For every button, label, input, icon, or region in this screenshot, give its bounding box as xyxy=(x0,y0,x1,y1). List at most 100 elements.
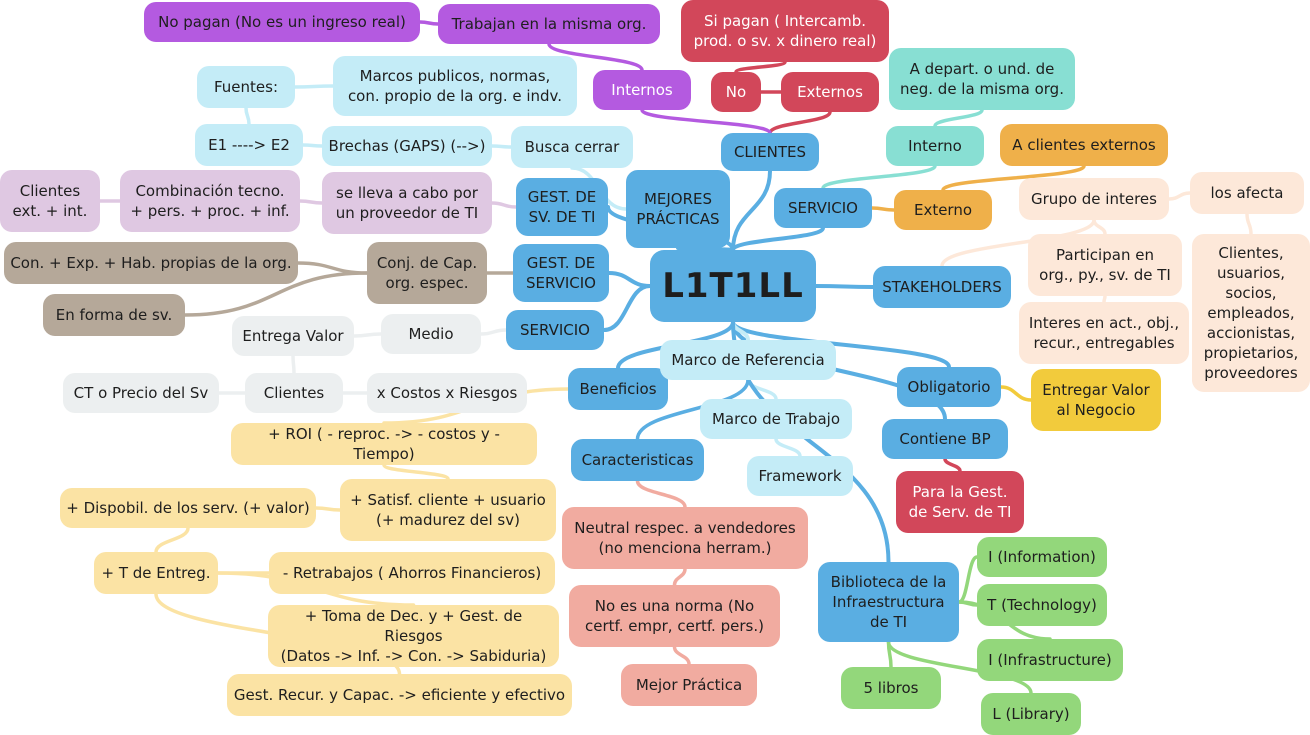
node-grupo-interes[interactable]: Grupo de interes xyxy=(1019,178,1169,220)
node-marco-ref[interactable]: Marco de Referencia xyxy=(660,340,836,380)
node-l-lib[interactable]: L (Library) xyxy=(981,693,1081,735)
link-center-to-servicio_r xyxy=(731,226,825,252)
node-x-costos[interactable]: x Costos x Riesgos xyxy=(367,373,527,413)
link-contiene_bp-to-para_gest xyxy=(943,457,962,473)
link-servicio_r-to-externo xyxy=(870,206,896,212)
node-interno[interactable]: Interno xyxy=(886,126,984,166)
node-marco-trab[interactable]: Marco de Trabajo xyxy=(700,399,852,439)
node-marcos-publicos[interactable]: Marcos publicos, normas, con. propio de … xyxy=(333,56,577,116)
node-retrabajos[interactable]: - Retrabajos ( Ahorros Financieros) xyxy=(269,552,555,594)
link-center-to-stakeholders xyxy=(814,284,875,289)
link-clientes-to-externos xyxy=(768,110,832,135)
link-grupo_interes-to-participan xyxy=(1092,218,1107,236)
node-t-tech[interactable]: T (Technology) xyxy=(977,584,1107,626)
node-no-norma[interactable]: No es una norma (No certf. empr, certf. … xyxy=(569,585,780,647)
node-combinacion[interactable]: Combinación tecno. + pers. + proc. + inf… xyxy=(120,170,300,232)
node-conj-cap[interactable]: Conj. de Cap. org. espec. xyxy=(367,242,487,304)
node-a-depart[interactable]: A depart. o und. de neg. de la misma org… xyxy=(889,48,1075,110)
link-participan-to-interes_en xyxy=(1102,294,1107,304)
node-toma-dec[interactable]: + Toma de Dec. y + Gest. de Riesgos (Dat… xyxy=(268,605,559,667)
link-medio-to-entrega_valor xyxy=(352,332,383,338)
link-satisf-to-disponib xyxy=(314,506,342,512)
node-los-afecta[interactable]: los afecta xyxy=(1190,172,1304,214)
node-fuentes[interactable]: Fuentes: xyxy=(197,66,295,108)
link-brechas-to-e1_e2 xyxy=(301,143,324,148)
node-beneficios[interactable]: Beneficios xyxy=(568,368,668,410)
node-servicio-l[interactable]: SERVICIO xyxy=(506,310,604,350)
node-gest-sv-ti[interactable]: GEST. DE SV. DE TI xyxy=(516,178,608,236)
node-externo[interactable]: Externo xyxy=(894,190,992,230)
node-clientes-g[interactable]: Clientes xyxy=(245,373,343,413)
node-busca-cerrar[interactable]: Busca cerrar xyxy=(511,126,633,168)
node-medio[interactable]: Medio xyxy=(381,314,481,354)
node-satisf[interactable]: + Satisf. cliente + usuario (+ madurez d… xyxy=(340,479,556,541)
node-center[interactable]: L1T1LL xyxy=(650,250,816,322)
node-i-info[interactable]: I (Information) xyxy=(977,537,1107,577)
node-framework[interactable]: Framework xyxy=(747,456,853,496)
node-caracteristicas[interactable]: Caracteristicas xyxy=(571,439,704,481)
link-stakeholders-to-grupo_interes xyxy=(940,218,1096,268)
link-busca_cerrar-to-brechas xyxy=(490,144,513,149)
node-neutral[interactable]: Neutral respec. a vendedores (no mencion… xyxy=(562,507,808,569)
node-gest-recur[interactable]: Gest. Recur. y Capac. -> eficiente y efe… xyxy=(227,674,572,716)
node-roi[interactable]: + ROI ( - reproc. -> - costos y - Tiempo… xyxy=(231,423,537,465)
link-servicio_l-to-medio xyxy=(479,328,508,336)
node-cinco-libros[interactable]: 5 libros xyxy=(841,667,941,709)
link-disponib-to-t_entreg xyxy=(154,526,190,554)
node-clientes[interactable]: CLIENTES xyxy=(721,133,819,171)
link-roi-to-satisf xyxy=(382,463,450,481)
node-si-pagan[interactable]: Si pagan ( Intercamb. prod. o sv. x dine… xyxy=(681,0,889,62)
link-center-to-obligatorio xyxy=(731,320,951,369)
link-no-to-si_pagan xyxy=(734,60,787,74)
link-conj_cap-to-en_forma xyxy=(183,271,369,317)
node-contiene-bp[interactable]: Contiene BP xyxy=(882,419,1008,459)
node-trabajan[interactable]: Trabajan en la misma org. xyxy=(438,4,660,44)
link-entrega_valor-to-clientes_g xyxy=(291,354,296,375)
link-internos-to-trabajan xyxy=(547,42,644,72)
node-no[interactable]: No xyxy=(711,72,761,112)
node-se-lleva[interactable]: se lleva a cabo por un proveedor de TI xyxy=(322,172,492,234)
link-obligatorio-to-entregar_valor_neg xyxy=(999,385,1033,402)
link-neutral-to-no_norma xyxy=(672,567,687,587)
node-i-infra[interactable]: I (Infrastructure) xyxy=(977,639,1123,681)
link-no_norma-to-mejor_practica xyxy=(672,645,691,666)
node-gest-servicio[interactable]: GEST. DE SERVICIO xyxy=(513,244,609,302)
node-brechas[interactable]: Brechas (GAPS) (-->) xyxy=(322,126,492,166)
link-externo-to-a_clientes_ext xyxy=(941,164,1086,192)
node-clientes-ext-int[interactable]: Clientes ext. + int. xyxy=(0,170,100,232)
node-ct-precio[interactable]: CT o Precio del Sv xyxy=(63,373,219,413)
link-interno-to-a_depart xyxy=(933,108,984,128)
node-con-exp[interactable]: Con. + Exp. + Hab. propias de la org. xyxy=(4,242,298,284)
node-interes-en[interactable]: Interes en act., obj., recur., entregabl… xyxy=(1019,302,1189,364)
link-marco_trab-to-framework xyxy=(774,437,802,458)
node-clientes-list[interactable]: Clientes, usuarios, socios, empleados, a… xyxy=(1192,234,1310,392)
node-mejores-practicas[interactable]: MEJORES PRÁCTICAS xyxy=(626,170,730,248)
node-t-entreg[interactable]: + T de Entreg. xyxy=(94,552,218,594)
node-en-forma[interactable]: En forma de sv. xyxy=(43,294,185,336)
node-servicio-r[interactable]: SERVICIO xyxy=(774,188,872,228)
node-internos[interactable]: Internos xyxy=(593,70,691,110)
node-a-clientes-ext[interactable]: A clientes externos xyxy=(1000,124,1168,166)
node-mejor-practica[interactable]: Mejor Práctica xyxy=(621,664,757,706)
node-biblioteca[interactable]: Biblioteca de la Infraestructura de TI xyxy=(818,562,959,642)
node-para-gest[interactable]: Para la Gest. de Serv. de TI xyxy=(896,471,1024,533)
node-stakeholders[interactable]: STAKEHOLDERS xyxy=(873,266,1011,308)
node-obligatorio[interactable]: Obligatorio xyxy=(897,367,1001,407)
link-clientes-to-internos xyxy=(640,108,772,135)
link-center-to-gest_servicio xyxy=(607,271,652,288)
link-servicio_r-to-interno xyxy=(821,164,937,190)
link-caracteristicas-to-neutral xyxy=(635,479,687,509)
link-e1_e2-to-fuentes xyxy=(244,106,251,126)
link-los_afecta-to-clientes_list xyxy=(1245,212,1253,236)
link-biblioteca-to-i_info xyxy=(957,555,979,604)
link-trabajan-to-no_pagan xyxy=(418,20,440,26)
node-entregar-valor-neg[interactable]: Entregar Valor al Negocio xyxy=(1031,369,1161,431)
node-participan[interactable]: Participan en org., py., sv. de TI xyxy=(1028,234,1182,296)
node-entrega-valor[interactable]: Entrega Valor xyxy=(232,316,354,356)
node-no-pagan[interactable]: No pagan (No es un ingreso real) xyxy=(144,2,420,42)
node-disponib[interactable]: + Dispobil. de los serv. (+ valor) xyxy=(60,488,316,528)
node-externos[interactable]: Externos xyxy=(781,72,879,112)
node-e1-e2[interactable]: E1 ----> E2 xyxy=(195,124,303,166)
link-center-to-clientes xyxy=(731,169,772,252)
